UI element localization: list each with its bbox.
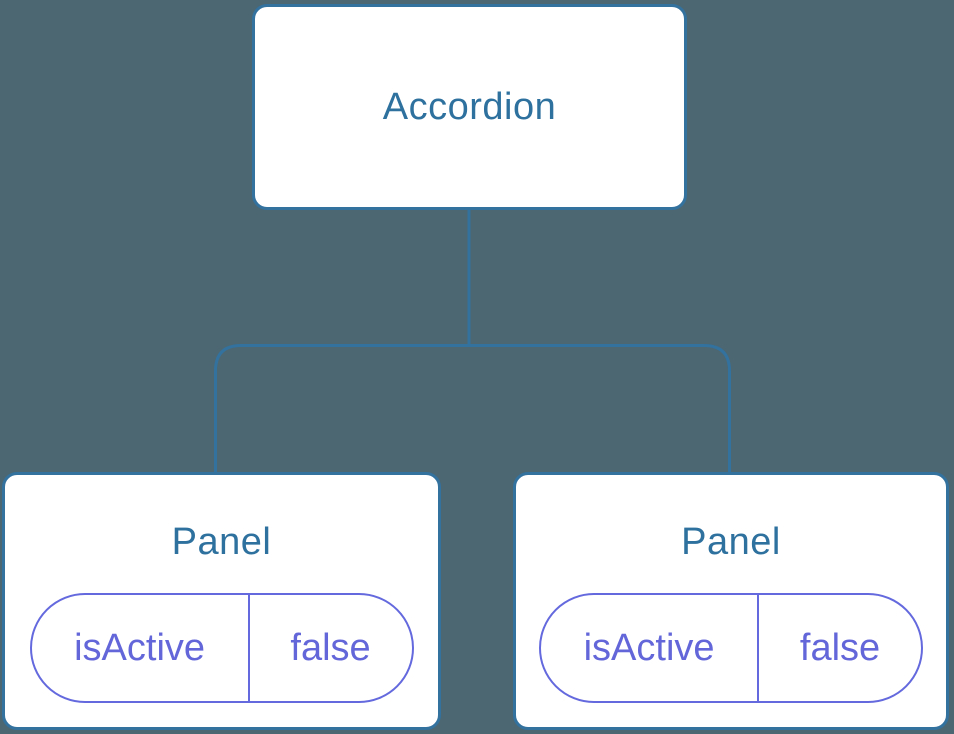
node-panel-2: Panel isActive false [513, 472, 949, 730]
node-accordion-label: Accordion [382, 85, 557, 128]
state-key-label: isActive [541, 595, 760, 701]
state-key-label: isActive [32, 595, 250, 701]
node-panel-1: Panel isActive false [2, 472, 441, 730]
node-accordion: Accordion [252, 4, 687, 210]
state-pill-2: isActive false [539, 593, 923, 703]
state-value-label: false [290, 626, 371, 669]
state-value-label: false [799, 626, 881, 669]
node-panel-2-label: Panel [681, 521, 781, 563]
node-panel-1-label: Panel [171, 521, 272, 563]
state-pill-1: isActive false [29, 593, 414, 703]
connector-bracket [214, 344, 731, 473]
